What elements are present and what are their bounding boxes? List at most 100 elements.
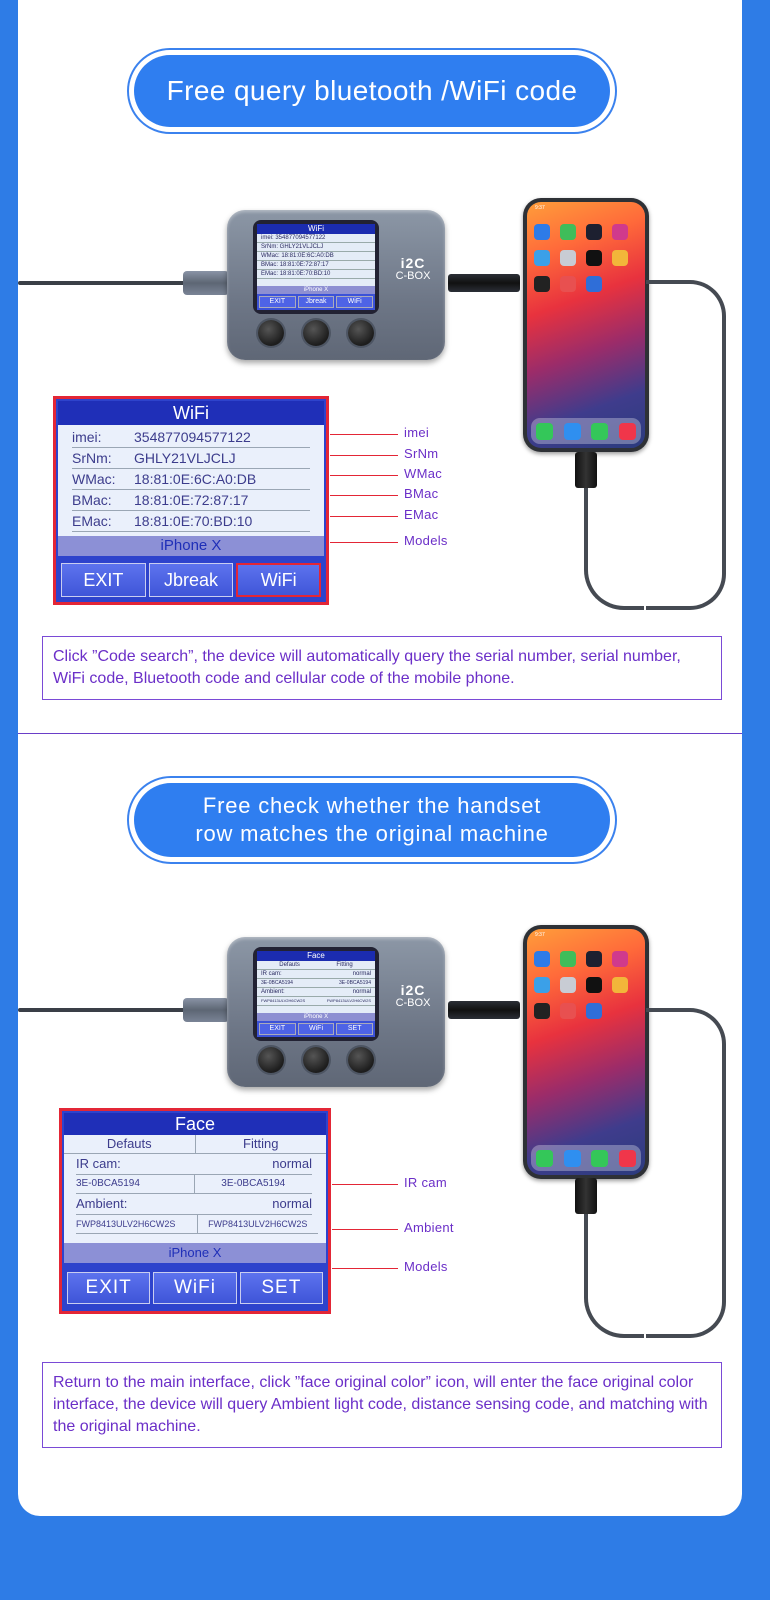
device-screen-row: BMac: 18:81:0E:72:87:17 xyxy=(257,261,375,270)
phone-cable-loop xyxy=(584,1208,644,1338)
phone-dock xyxy=(531,1145,641,1171)
phone-cable xyxy=(646,1008,726,1338)
wifi-panel-body: imei:354877094577122 SrNm:GHLY21VLJCLJ W… xyxy=(58,425,324,536)
callout-ir-cam: IR cam xyxy=(404,1175,447,1190)
callout-line-ir-cam xyxy=(332,1184,398,1185)
callout-wmac: WMac xyxy=(404,466,443,481)
section-divider xyxy=(18,733,742,734)
panel-row-ir-cam: IR cam:normal xyxy=(76,1154,312,1175)
panel-button-bar: EXIT Jbreak WiFi xyxy=(58,560,324,600)
callout-line-ambient xyxy=(332,1229,398,1230)
app-grid xyxy=(534,224,628,292)
section2-heading-line2: row matches the original machine xyxy=(195,821,549,846)
panel-row-wmac: WMac:18:81:0E:6C:A0:DB xyxy=(72,469,310,490)
device-knob-left[interactable] xyxy=(258,1047,284,1073)
device-exit-button[interactable]: EXIT xyxy=(259,1023,296,1035)
device-set-button[interactable]: SET xyxy=(336,1023,374,1035)
device-screen-model: iPhone X xyxy=(257,1013,375,1021)
panel-model: iPhone X xyxy=(58,536,324,556)
lightning-plug xyxy=(575,452,597,488)
device-screen-row: imei: 354877094577122 xyxy=(257,234,375,243)
cbox-device: WiFi imei: 354877094577122 SrNm: GHLY21V… xyxy=(227,210,445,360)
app-grid xyxy=(534,951,628,1019)
section2-heading-pill: Free check whether the handset row match… xyxy=(127,776,617,864)
lightning-plug xyxy=(575,1178,597,1214)
device-knob-left[interactable] xyxy=(258,320,284,346)
callout-bmac: BMac xyxy=(404,486,439,501)
content-card: Free query bluetooth /WiFi code WiFi ime… xyxy=(18,0,742,1516)
panel-exit-button[interactable]: EXIT xyxy=(67,1272,151,1304)
face-panel-head: Defauts Fitting xyxy=(64,1135,326,1154)
iphone: 9:37 xyxy=(523,198,649,452)
panel-button-bar: EXIT WiFi SET xyxy=(64,1269,326,1307)
panel-set-button[interactable]: SET xyxy=(239,1272,323,1304)
section1-description: Click ”Code search”, the device will aut… xyxy=(42,636,722,700)
device-wifi-button[interactable]: WiFi xyxy=(336,296,374,308)
device-exit-button[interactable]: EXIT xyxy=(259,296,296,308)
usb-cable-left xyxy=(18,281,188,285)
usb-plug xyxy=(183,998,229,1022)
panel-row-bmac: BMac:18:81:0E:72:87:17 xyxy=(72,490,310,511)
device-screen-title: Face xyxy=(257,951,375,961)
device-knob-right[interactable] xyxy=(348,1047,374,1073)
phone-time: 9:37 xyxy=(535,932,545,938)
usb-c-plug xyxy=(448,1001,520,1019)
section1-heading-pill: Free query bluetooth /WiFi code xyxy=(127,48,617,134)
callout-line-models xyxy=(330,542,398,543)
panel-wifi-button[interactable]: WiFi xyxy=(153,1272,237,1304)
device-knob-middle[interactable] xyxy=(303,320,329,346)
device-screen-row: WMac: 18:81:0E:6C:A0:DB xyxy=(257,252,375,261)
phone-dock xyxy=(531,418,641,444)
callout-line-srnm xyxy=(330,455,398,456)
face-panel-body: Defauts Fitting IR cam:normal 3E-0BCA519… xyxy=(64,1135,326,1243)
device-knob-right[interactable] xyxy=(348,320,374,346)
panel-model: iPhone X xyxy=(64,1243,326,1263)
callout-line-bmac xyxy=(330,495,398,496)
panel-jbreak-button[interactable]: Jbreak xyxy=(148,563,234,597)
device-screen-row: Ambient:normal xyxy=(257,988,375,997)
device-wifi-button[interactable]: WiFi xyxy=(297,1023,335,1035)
device-screen-row: EMac: 18:81:0E:70:BD:10 xyxy=(257,270,375,279)
wifi-panel: WiFi imei:354877094577122 SrNm:GHLY21VLJ… xyxy=(53,396,329,605)
callout-line-models xyxy=(332,1268,398,1269)
panel-row-imei: imei:354877094577122 xyxy=(72,427,310,448)
panel-row-emac: EMac:18:81:0E:70:BD:10 xyxy=(72,511,310,532)
iphone: 9:37 xyxy=(523,925,649,1179)
iphone-screen: 9:37 xyxy=(527,929,645,1175)
callout-srnm: SrNm xyxy=(404,446,439,461)
callout-ambient: Ambient xyxy=(404,1220,454,1235)
device-knob-middle[interactable] xyxy=(303,1047,329,1073)
section2-heading-line1: Free check whether the handset xyxy=(202,793,542,818)
phone-cable xyxy=(646,280,726,610)
face-panel-title: Face xyxy=(64,1113,326,1135)
callout-line-imei xyxy=(330,434,398,435)
phone-cable-loop xyxy=(584,480,644,610)
device-screen-model: iPhone X xyxy=(257,286,375,294)
face-panel: Face Defauts Fitting IR cam:normal 3E-0B… xyxy=(59,1108,331,1314)
usb-cable-left xyxy=(18,1008,188,1012)
section1-heading: Free query bluetooth /WiFi code xyxy=(166,75,578,106)
usb-c-plug xyxy=(448,274,520,292)
callout-line-wmac xyxy=(330,475,398,476)
device-screen: WiFi imei: 354877094577122 SrNm: GHLY21V… xyxy=(253,220,379,314)
panel-wifi-button[interactable]: WiFi xyxy=(236,563,322,597)
panel-exit-button[interactable]: EXIT xyxy=(61,563,146,597)
usb-plug xyxy=(183,271,229,295)
callout-models: Models xyxy=(404,533,448,548)
panel-row-ambient: Ambient:normal xyxy=(76,1194,312,1215)
section2-description: Return to the main interface, click ”fac… xyxy=(42,1362,722,1448)
device-jbreak-button[interactable]: Jbreak xyxy=(297,296,335,308)
callout-models: Models xyxy=(404,1259,448,1274)
callout-emac: EMac xyxy=(404,507,439,522)
device-logo: i2C C-BOX xyxy=(395,255,431,282)
callout-imei: imei xyxy=(404,425,430,440)
device-screen-title: WiFi xyxy=(257,224,375,234)
callout-line-emac xyxy=(330,516,398,517)
